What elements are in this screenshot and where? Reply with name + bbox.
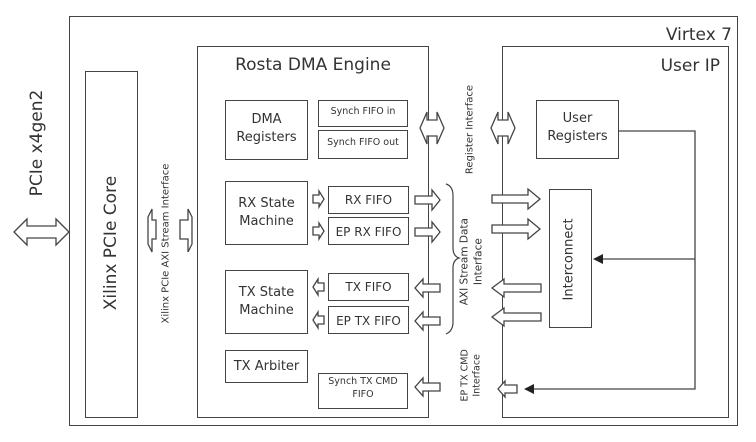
tx-fifo-in-arrow (414, 277, 441, 299)
userip-rx-arrow-2 (491, 217, 542, 241)
user-ip-title: User IP (660, 56, 720, 76)
pcie-axi-arrow-left (147, 208, 157, 253)
tx-arbiter-block (225, 350, 308, 383)
user-registers-wire (530, 130, 696, 390)
rx-fifo-block (328, 186, 409, 214)
ep-tx-cmd-arrowhead (524, 384, 534, 394)
dma-register-bidir-arrow (419, 111, 445, 145)
synch-fifo-in-block (318, 100, 408, 127)
pcie-core-block (85, 71, 138, 418)
tx-fifo-to-tx-sm-arrow (312, 276, 325, 298)
ep-rx-fifo-block (328, 217, 409, 245)
synch-fifo-out-label: Synch FIFO out (327, 137, 399, 148)
tx-arbiter-label: TX Arbiter (233, 359, 300, 374)
userip-register-bidir-arrow (490, 111, 516, 145)
synch-tx-cmd-fifo-block (318, 373, 408, 409)
ep-tx-fifo-to-tx-sm-arrow (312, 309, 325, 331)
userip-tx-arrow-1 (490, 277, 542, 299)
dma-engine-title: Rosta DMA Engine (235, 55, 391, 75)
interconnect-block (549, 189, 592, 328)
rx-state-machine-block (225, 181, 308, 245)
ep-rx-fifo-out-arrow (414, 220, 441, 244)
synch-fifo-out-block (318, 130, 408, 159)
user-registers-label: User Registers (547, 111, 608, 144)
ep-tx-fifo-label: EP TX FIFO (336, 314, 401, 328)
synch-fifo-in-label: Synch FIFO in (330, 106, 396, 117)
virtex7-label: Virtex 7 (665, 25, 732, 45)
dma-registers-label: DMA Registers (236, 112, 297, 145)
tx-fifo-block (328, 273, 409, 301)
tx-state-machine-block (225, 270, 308, 334)
userip-rx-arrow-1 (491, 187, 542, 211)
userip-tx-arrow-2 (490, 306, 542, 328)
rx-state-machine-label: RX State Machine (238, 196, 295, 229)
rx-sm-to-ep-rx-fifo-arrow (312, 220, 325, 242)
tx-state-machine-label: TX State Machine (238, 285, 295, 318)
synch-tx-cmd-fifo-label: Synch TX CMD FIFO (328, 376, 398, 400)
pcie-link-arrow (13, 217, 70, 247)
ep-rx-fifo-label: EP RX FIFO (335, 225, 402, 239)
dma-registers-block (225, 100, 308, 160)
synch-tx-cmd-in-arrow (414, 376, 441, 398)
user-registers-block (536, 100, 619, 159)
rx-fifo-out-arrow (414, 188, 441, 212)
ep-tx-fifo-block (328, 306, 409, 334)
tx-fifo-label: TX FIFO (345, 280, 392, 294)
axi-stream-brace (445, 183, 461, 335)
interconnect-arrowhead (593, 254, 603, 264)
ep-tx-fifo-in-arrow (414, 310, 441, 332)
ep-tx-cmd-arrow (497, 379, 518, 399)
rx-sm-to-rx-fifo-arrow (312, 188, 325, 210)
rx-fifo-label: RX FIFO (344, 193, 393, 207)
pcie-axi-arrow-right (179, 208, 193, 253)
